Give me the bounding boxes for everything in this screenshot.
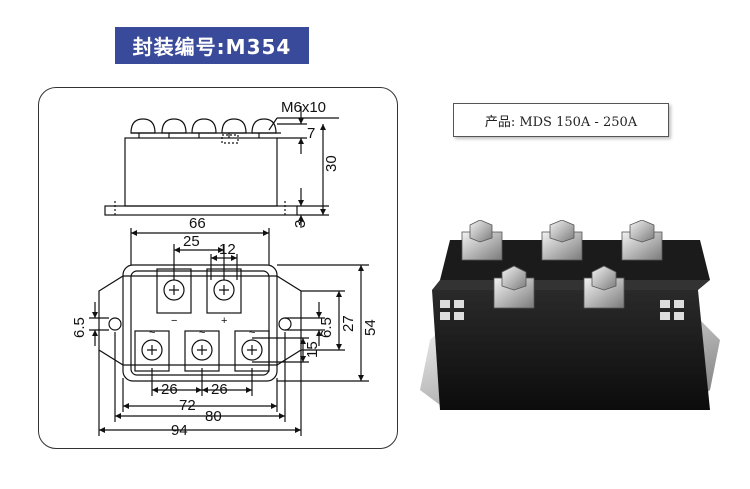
dim-6-5-left: 6.5: [71, 317, 88, 338]
dim-26-left: 26: [161, 381, 178, 398]
top-body: [122, 264, 278, 382]
mark-minus: −: [171, 315, 177, 327]
dim-94: 94: [171, 422, 188, 439]
screw-icon: [241, 339, 263, 361]
screw-label: M6x10: [281, 99, 326, 116]
mount-hole-left: [108, 317, 122, 331]
product-label: 产品: MDS 150A - 250A: [453, 103, 669, 137]
dim-25: 25: [183, 233, 200, 250]
dim-6-5-right: 6.5: [318, 317, 335, 338]
mark-tilde: ~: [199, 327, 205, 339]
dimension-drawing: M6x10 7 30 3: [71, 99, 379, 439]
dim-27: 27: [340, 315, 357, 332]
dim-26-right: 26: [211, 381, 228, 398]
mark-tilde: ~: [149, 327, 155, 339]
dimension-drawing-panel: M6x10 7 30 3: [38, 87, 398, 449]
side-base: [104, 205, 298, 216]
dim-66: 66: [189, 215, 206, 232]
dim-72: 72: [179, 397, 196, 414]
dim-80: 80: [205, 408, 222, 425]
dim-15: 15: [304, 341, 321, 358]
mark-plus: +: [221, 315, 227, 327]
side-screws: [130, 118, 281, 144]
dim-7: 7: [307, 125, 315, 142]
mark-tilde: ~: [249, 327, 255, 339]
mount-hole-right: [278, 317, 292, 331]
screw-icon: [191, 339, 213, 361]
dim-3: 3: [292, 220, 309, 228]
top-base-plate: [98, 275, 302, 366]
screw-icon: [141, 339, 163, 361]
package-title: 封装编号:M354: [115, 27, 309, 64]
dim-30: 30: [323, 155, 340, 172]
dim-54: 54: [362, 319, 379, 336]
side-body: [124, 137, 278, 207]
product-photo: [420, 220, 720, 410]
dim-12: 12: [219, 241, 236, 258]
